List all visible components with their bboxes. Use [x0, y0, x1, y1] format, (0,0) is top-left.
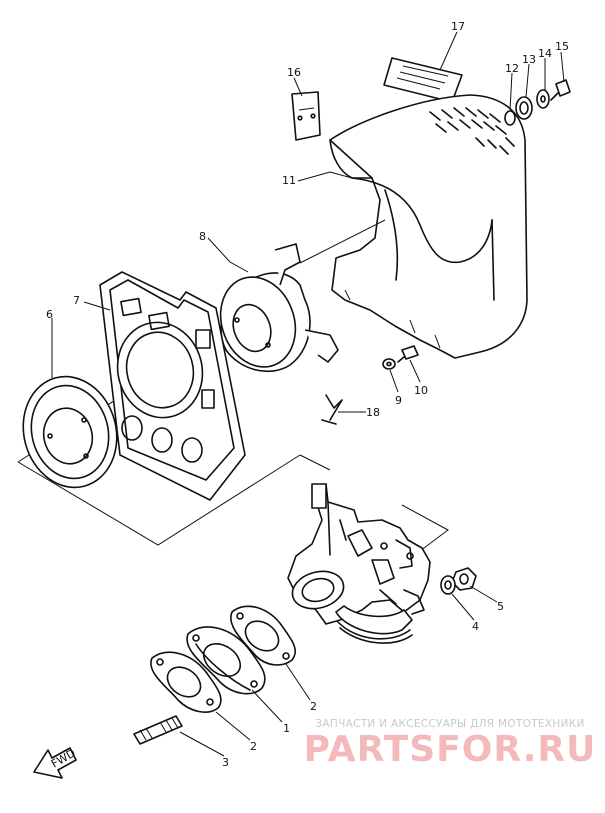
callout-labels: 17 16 15 14 13 12 11 8 7 6 9 10 18 5 4 2… [46, 20, 569, 769]
callout-7: 7 [73, 294, 80, 307]
callout-10: 10 [414, 384, 428, 397]
clip-18 [321, 394, 343, 425]
bolt-10 [397, 345, 419, 363]
callout-8: 8 [199, 230, 206, 243]
watermark: ЗАПЧАСТИ И АКСЕССУАРЫ ДЛЯ МОТОТЕХНИКИ PA… [300, 718, 600, 770]
disc-plate [22, 375, 118, 489]
callout-17: 17 [451, 20, 465, 33]
baffle-plate [99, 271, 246, 501]
gasket-2-lower [150, 651, 222, 713]
callout-1: 1 [283, 722, 290, 735]
fan-shroud-cover [329, 94, 528, 359]
watermark-brand: PARTSFOR.RU [303, 729, 597, 770]
forward-arrow-icon: FWD [33, 746, 78, 779]
callout-12: 12 [505, 62, 519, 75]
callout-18: 18 [366, 406, 380, 419]
callout-9: 9 [395, 394, 402, 407]
callout-2-lower: 2 [250, 740, 257, 753]
callout-13: 13 [522, 53, 536, 66]
callout-11: 11 [282, 174, 296, 187]
washer-4 [440, 575, 456, 595]
bolt-15 [550, 79, 571, 101]
bracket-plate [291, 91, 321, 141]
callout-5: 5 [497, 600, 504, 613]
watermark-tagline: ЗАПЧАСТИ И АКСЕССУАРЫ ДЛЯ МОТОТЕХНИКИ [315, 718, 585, 730]
washer-14 [536, 89, 550, 109]
washer-9 [382, 358, 396, 370]
carburetor [287, 483, 431, 644]
callout-3: 3 [222, 756, 229, 769]
callout-16: 16 [287, 66, 301, 79]
leader-lines [51, 31, 565, 757]
air-guide-ring [219, 219, 386, 373]
decal-label [383, 57, 463, 103]
collar-13 [515, 96, 533, 120]
callout-2-upper: 2 [310, 700, 317, 713]
insulator-1 [186, 626, 266, 695]
callout-6: 6 [46, 308, 53, 321]
callout-4: 4 [472, 620, 479, 633]
callout-14: 14 [538, 47, 552, 60]
stud-bolt-3 [133, 715, 183, 745]
grommet-12 [504, 110, 516, 126]
callout-15: 15 [555, 40, 569, 53]
